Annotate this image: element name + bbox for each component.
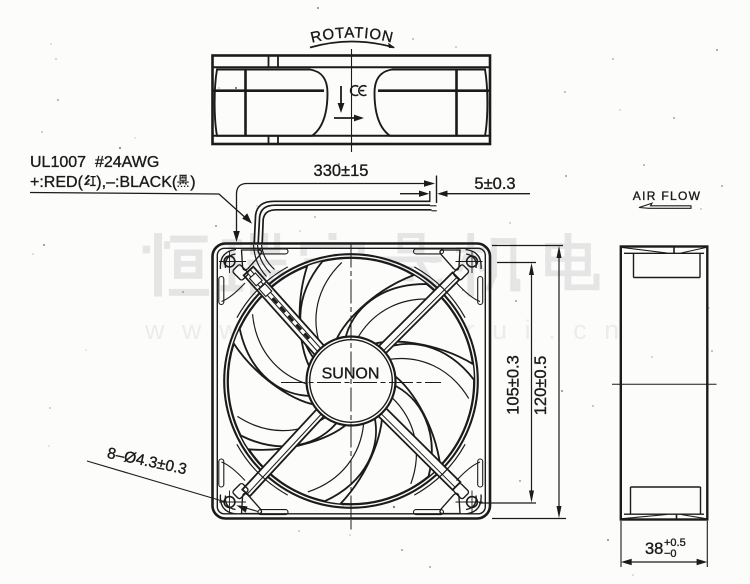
svg-text:ROTATION: ROTATION bbox=[309, 24, 395, 46]
svg-text:+:RED(: +:RED( bbox=[30, 174, 84, 191]
svg-text:8–Ø4.3±0.3: 8–Ø4.3±0.3 bbox=[106, 445, 189, 478]
svg-text:120±0.5: 120±0.5 bbox=[532, 356, 550, 416]
svg-text:),–:BLACK(: ),–:BLACK( bbox=[96, 174, 178, 191]
svg-text:330±15: 330±15 bbox=[314, 162, 369, 180]
svg-text:38: 38 bbox=[645, 540, 663, 558]
svg-text:−0: −0 bbox=[664, 548, 677, 560]
svg-text:+0.5: +0.5 bbox=[664, 537, 686, 549]
svg-text:UL1007 #24AWG: UL1007 #24AWG bbox=[30, 154, 159, 171]
svg-text:5±0.3: 5±0.3 bbox=[474, 175, 515, 193]
svg-text:): ) bbox=[190, 174, 195, 191]
svg-text:105±0.3: 105±0.3 bbox=[505, 355, 523, 415]
svg-text:AIR FLOW: AIR FLOW bbox=[633, 189, 701, 203]
